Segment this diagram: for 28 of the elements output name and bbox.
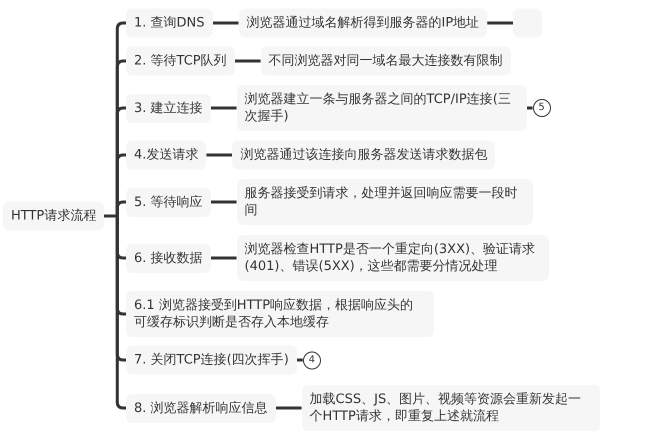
branch-topic: 1. 查询DNS — [126, 8, 213, 38]
branch-topic: 5. 等待响应 — [126, 188, 211, 216]
connector-line — [212, 22, 239, 24]
branch-topic: 4.发送请求 — [126, 140, 206, 170]
connector-line — [210, 200, 237, 204]
detail-note: 浏览器检查HTTP是否一个重定向(3XX)、验证请求(401)、错误(5XX)，这些都需要分情况处理 — [236, 235, 549, 281]
branch-topic: 6.1 浏览器接受到HTTP响应数据，根据响应头的可缓存标识判断是否存入本地缓存 — [126, 291, 434, 337]
connector-line — [234, 60, 261, 62]
branch-topic: 2. 等待TCP队列 — [126, 46, 235, 76]
empty-topic-box — [513, 8, 542, 38]
detail-note: 浏览器建立一条与服务器之间的TCP/IP连接(三次握手) — [236, 85, 527, 131]
branch-topic: 8. 浏览器解析响应信息 — [126, 394, 276, 422]
detail-note: 服务器接受到请求，处理并返回响应需要一段时间 — [236, 179, 533, 225]
branch-topic: 7. 关闭TCP连接(四次挥手) — [126, 346, 297, 374]
detail-note: 加载CSS、JS、图片、视频等资源会重新发起一个HTTP请求，即重复上述就流程 — [302, 385, 600, 431]
connector-line — [210, 106, 237, 110]
connector-line — [210, 256, 237, 260]
detail-note: 浏览器通过域名解析得到服务器的IP地址 — [238, 8, 488, 38]
connector-line — [296, 358, 303, 362]
connector-line — [526, 106, 533, 110]
detail-note: 浏览器通过该连接向服务器发送请求数据包 — [232, 140, 496, 170]
branch-topic: 6. 接收数据 — [126, 244, 211, 272]
connector-line — [487, 22, 514, 24]
connector-line — [276, 406, 302, 410]
root-topic: HTTP请求流程 — [3, 202, 104, 230]
branch-topic: 3. 建立连接 — [126, 94, 211, 122]
connector-line — [206, 154, 232, 156]
detail-note: 不同浏览器对同一域名最大连接数有限制 — [260, 46, 511, 76]
